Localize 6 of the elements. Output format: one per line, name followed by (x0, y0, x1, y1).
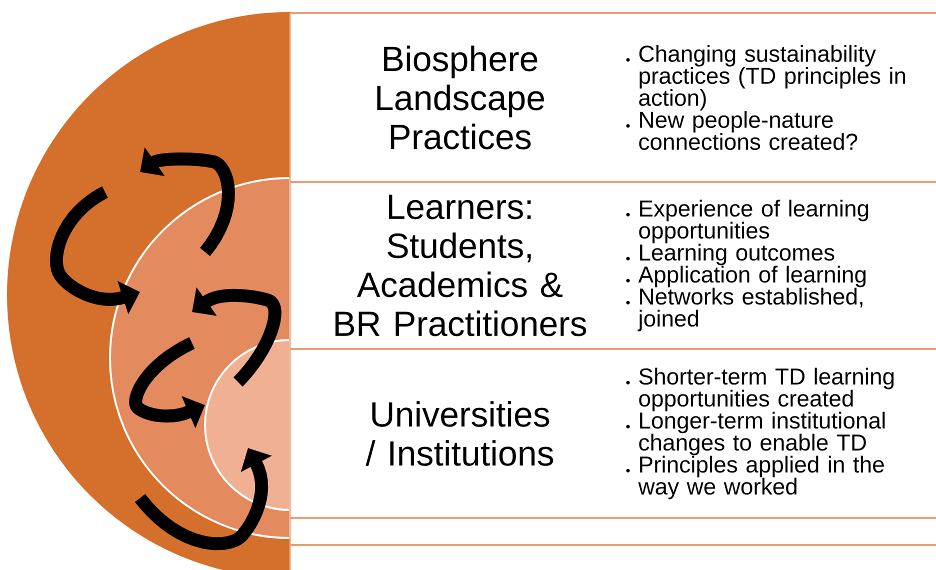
row-heading: Learners: Students, Academics & BR Practitioners (335, 194, 586, 336)
row-heading: Universities / Institutions (366, 401, 554, 466)
bullet-list: Experience of learning opportunities Learning outcomes Application of learning Networks established, joined (626, 200, 868, 332)
row-heading: Biosphere Landscape Practices (377, 46, 544, 150)
bullet-list: Changing sustainability practices (TD principles in action) New people-nature connections created? (626, 45, 906, 150)
bullet-list: Shorter-term TD learning opportunities created Longer-term institutional changes to enable TD Principles applied in the way we worked (626, 368, 894, 500)
